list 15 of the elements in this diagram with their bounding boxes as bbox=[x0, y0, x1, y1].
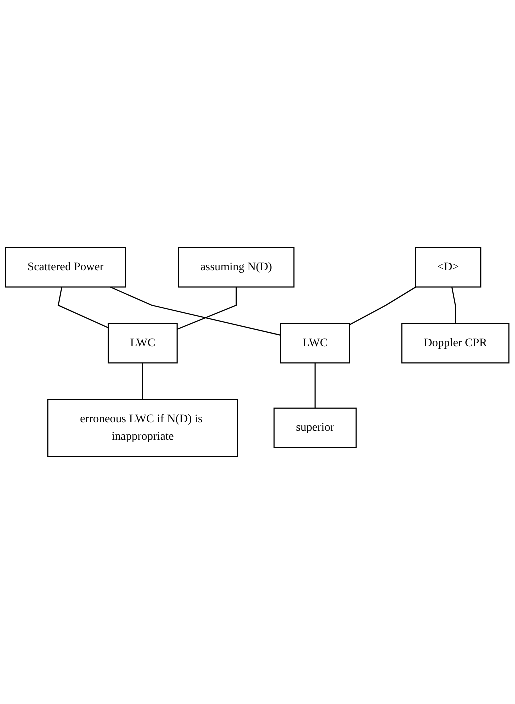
node-box: LWC bbox=[108, 322, 178, 364]
node-box: <D> bbox=[415, 247, 482, 288]
connector bbox=[177, 287, 237, 330]
connector bbox=[350, 286, 416, 326]
node-box: Scattered Power bbox=[5, 247, 126, 288]
connector bbox=[452, 286, 456, 324]
node-box: erroneous LWC if N(D) is inappropriate bbox=[48, 398, 238, 457]
node-box: assuming N(D) bbox=[178, 247, 295, 288]
node-box: Doppler CPR bbox=[402, 322, 510, 364]
connector bbox=[314, 362, 316, 408]
node-box: LWC bbox=[280, 322, 350, 364]
connector bbox=[58, 286, 109, 328]
connector bbox=[142, 362, 144, 400]
connector bbox=[110, 286, 282, 336]
node-box: superior bbox=[274, 408, 357, 448]
